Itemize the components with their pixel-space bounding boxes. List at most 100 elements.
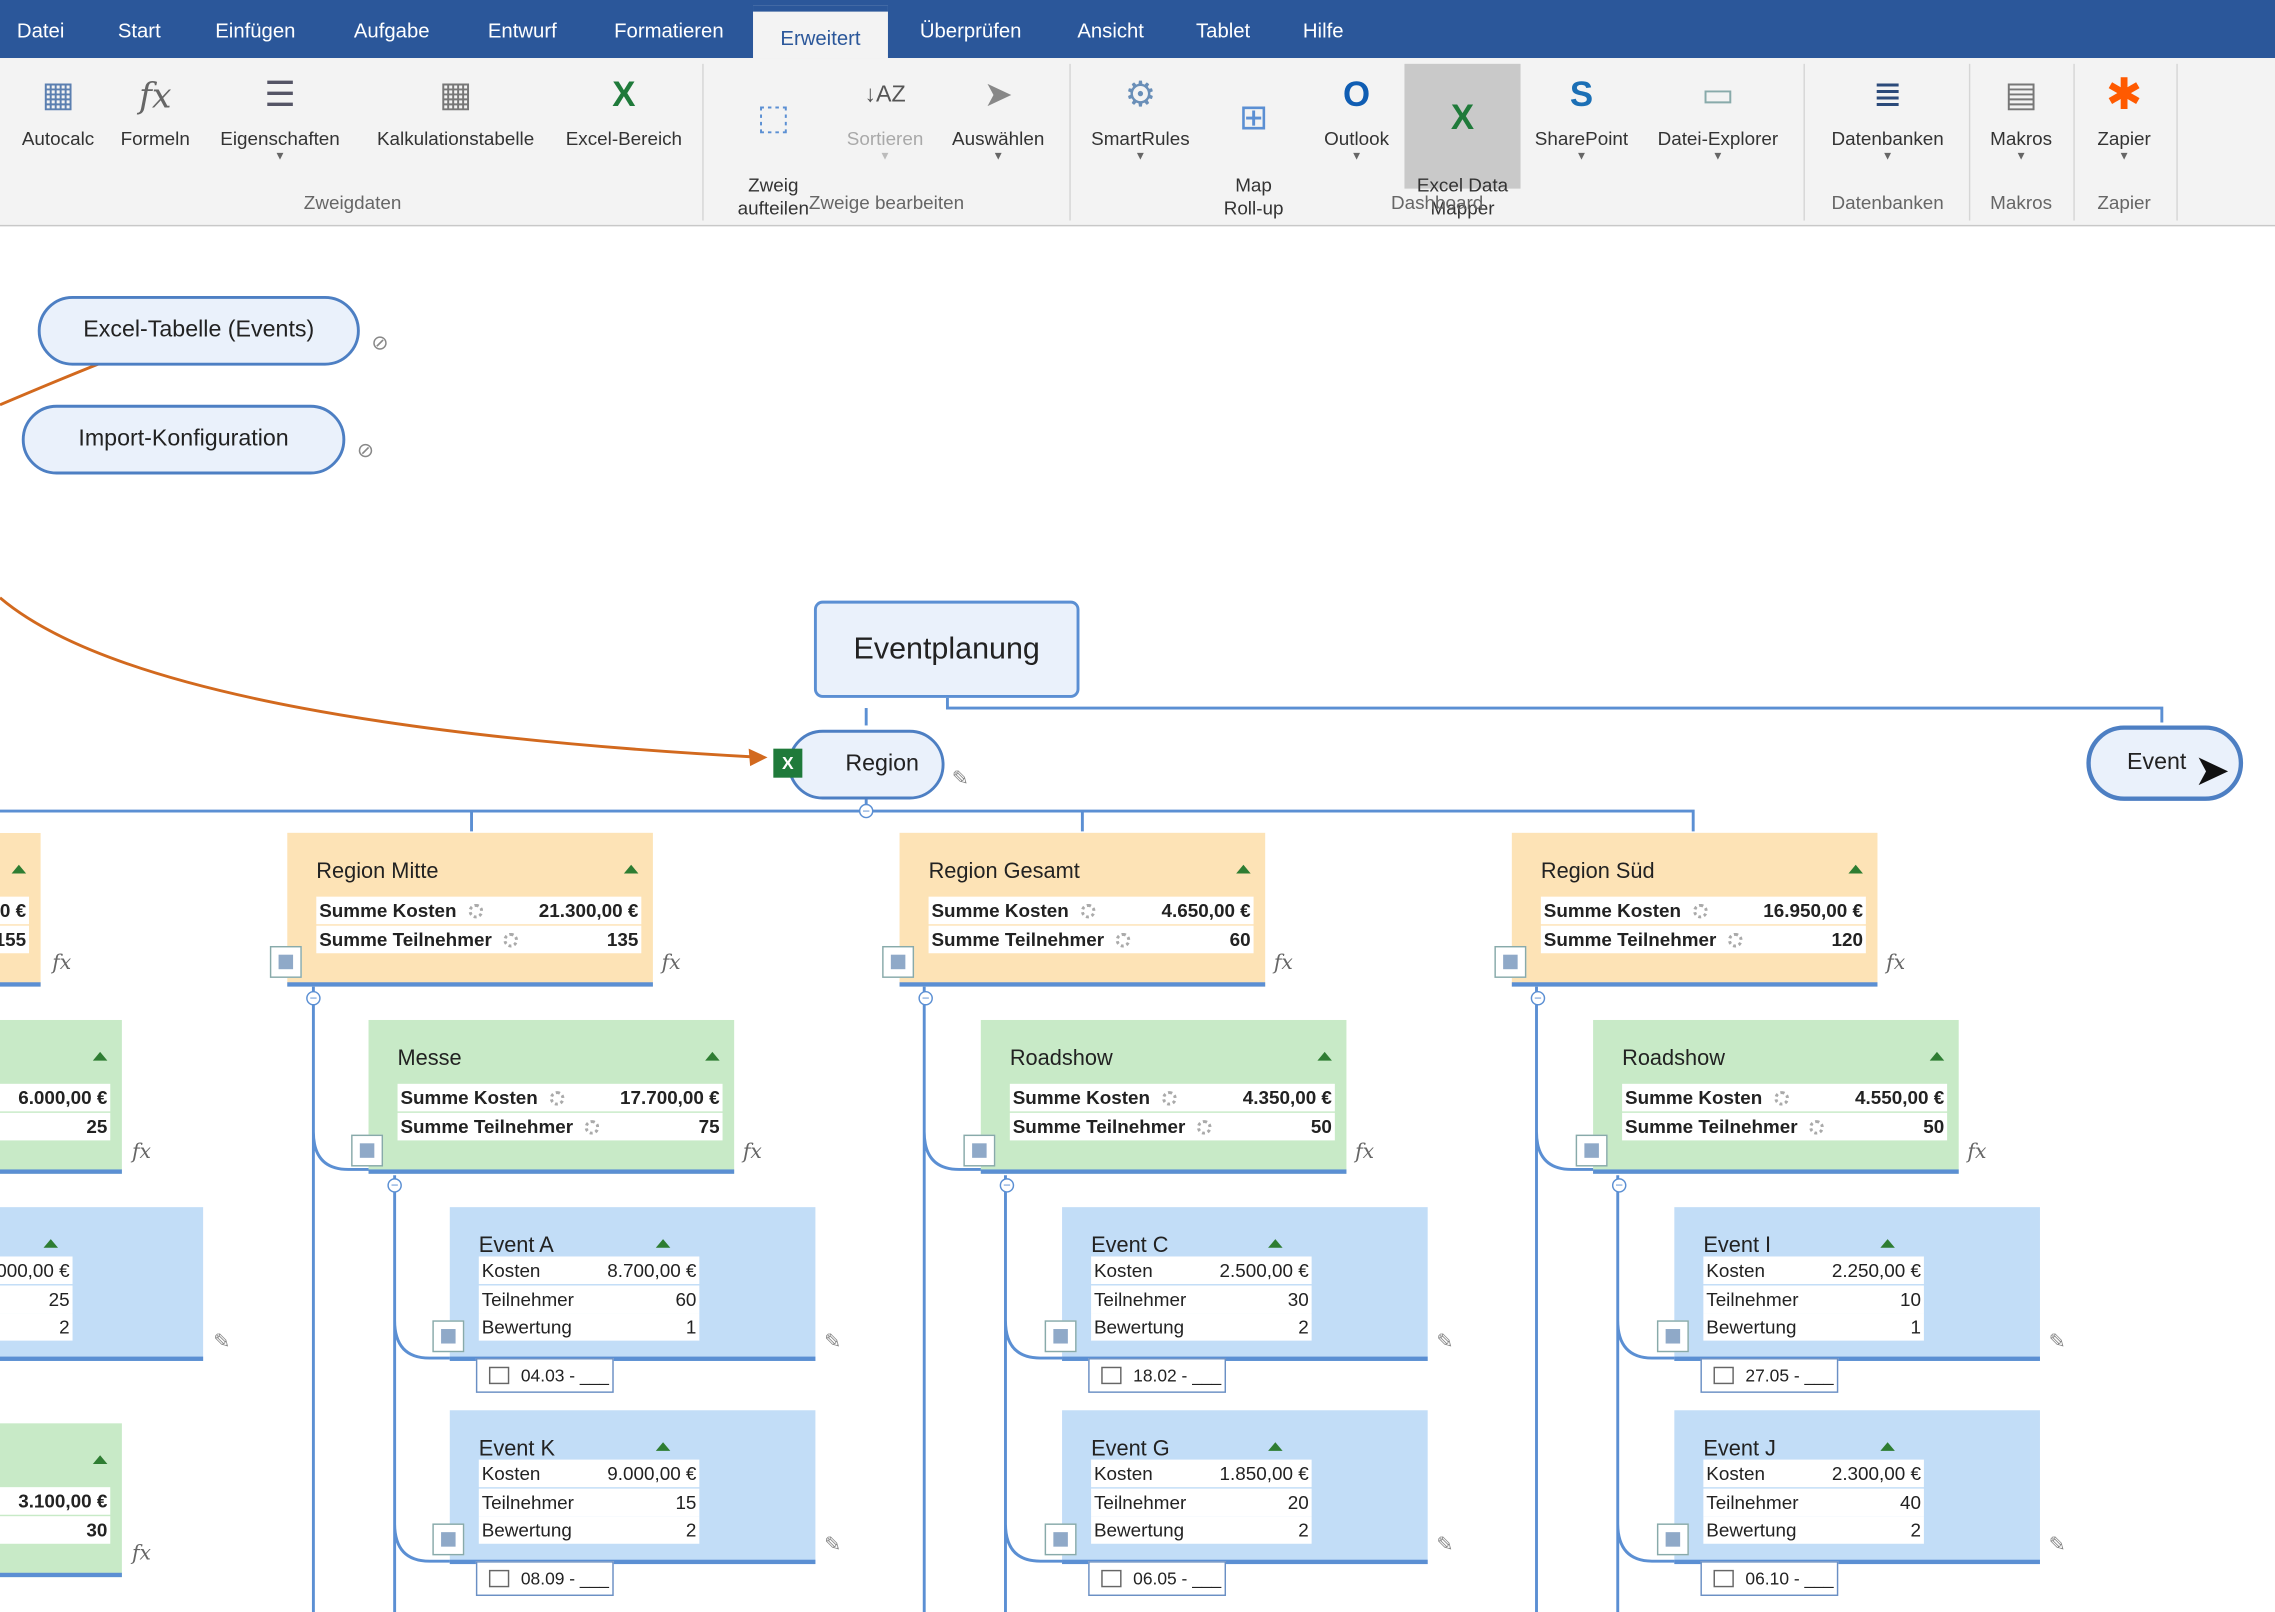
collapse-button[interactable]: − xyxy=(387,1178,402,1193)
table-icon[interactable] xyxy=(432,1523,465,1556)
collapse-triangle-icon[interactable] xyxy=(1929,1051,1945,1061)
collapse-triangle-icon[interactable] xyxy=(655,1442,671,1451)
note-icon[interactable]: ✎ xyxy=(213,1329,231,1353)
collapse-triangle-icon[interactable] xyxy=(1268,1239,1283,1248)
event-card[interactable]: Event I Kosten 2.250,00 € Teilnehmer 10 … xyxy=(1674,1207,2040,1361)
sortieren-button[interactable]: ↓AZ Sortieren▼ xyxy=(839,64,932,163)
zweig-aufteilen-button[interactable]: ⬚ Zweig aufteilen xyxy=(717,64,830,221)
category-card[interactable]: Roadshow Summe Kosten 4.350,00 € Summe T… xyxy=(980,1019,1347,1174)
collapse-button[interactable]: − xyxy=(999,1178,1015,1193)
partial-category-card[interactable]: 3.100,00 € 30 xyxy=(0,1423,122,1578)
category-card[interactable]: Roadshow Summe Kosten 4.550,00 € Summe T… xyxy=(1593,1019,1959,1174)
table-icon[interactable] xyxy=(1656,1320,1689,1353)
table-icon[interactable] xyxy=(1044,1320,1077,1353)
sharepoint-button[interactable]: S SharePoint▼ xyxy=(1526,64,1636,163)
collapse-button[interactable]: − xyxy=(1611,1178,1627,1193)
makros-button[interactable]: ▤ Makros▼ xyxy=(1979,64,2063,163)
note-icon[interactable]: ✎ xyxy=(824,1329,842,1353)
formula-icon[interactable]: fx xyxy=(742,1140,762,1164)
date-field[interactable]: 04.03 - ___ xyxy=(475,1358,614,1393)
menu-start[interactable]: Start xyxy=(117,18,161,43)
date-field[interactable]: 08.09 - ___ xyxy=(475,1561,614,1596)
note-icon[interactable]: ✎ xyxy=(1436,1532,1454,1556)
map-rollup-button[interactable]: ⊞ Map Roll-up xyxy=(1204,64,1303,221)
excel-data-mapper-button[interactable]: X Excel Data Mapper xyxy=(1404,63,1521,219)
menu-tablet[interactable]: Tablet xyxy=(1195,18,1251,43)
category-card[interactable]: Messe Summe Kosten 17.700,00 € Summe Tei… xyxy=(368,1019,735,1174)
note-icon[interactable]: ✎ xyxy=(2048,1329,2066,1353)
menu-ueberpruefen[interactable]: Überprüfen xyxy=(919,18,1022,43)
table-icon[interactable] xyxy=(882,945,915,978)
collapse-triangle-icon[interactable] xyxy=(655,1239,671,1248)
formula-icon[interactable]: fx xyxy=(132,1140,152,1164)
import-konfiguration-node[interactable]: Import-Konfiguration xyxy=(21,404,346,475)
excel-bereich-button[interactable]: X Excel-Bereich xyxy=(560,64,688,151)
auswaehlen-button[interactable]: ➤ Auswählen▼ xyxy=(940,64,1056,163)
formeln-button[interactable]: fx Formeln xyxy=(113,64,197,151)
eigenschaften-button[interactable]: ☰ Eigenschaften▼ xyxy=(212,64,348,163)
table-icon[interactable] xyxy=(269,945,302,978)
formula-icon[interactable]: fx xyxy=(132,1542,152,1566)
menu-einfuegen[interactable]: Einfügen xyxy=(215,18,296,43)
region-card[interactable]: Region Mitte Summe Kosten 21.300,00 € Su… xyxy=(287,832,653,987)
table-icon[interactable] xyxy=(963,1134,996,1167)
table-icon[interactable] xyxy=(351,1134,384,1167)
table-icon[interactable] xyxy=(1656,1523,1689,1556)
collapse-triangle-icon[interactable] xyxy=(1236,864,1251,874)
collapse-triangle-icon[interactable] xyxy=(1848,864,1863,874)
datei-explorer-button[interactable]: ▭ Datei-Explorer▼ xyxy=(1645,64,1790,163)
event-card[interactable]: Event C Kosten 2.500,00 € Teilnehmer 30 … xyxy=(1062,1207,1428,1361)
event-node[interactable]: Event xyxy=(2086,725,2244,801)
region-card[interactable]: Region Gesamt Summe Kosten 4.650,00 € Su… xyxy=(899,832,1266,987)
zapier-button[interactable]: ✱ Zapier▼ xyxy=(2097,71,2151,163)
collapse-button[interactable]: − xyxy=(306,990,321,1006)
partial-region-card[interactable]: 00 € 155 xyxy=(0,832,41,987)
collapse-triangle-icon[interactable] xyxy=(623,864,639,874)
excel-tabelle-node[interactable]: Excel-Tabelle (Events) xyxy=(37,295,360,366)
note-icon[interactable]: ✎ xyxy=(951,766,969,790)
collapse-triangle-icon[interactable] xyxy=(1880,1239,1895,1248)
collapse-button[interactable]: − xyxy=(918,990,933,1006)
outlook-button[interactable]: O Outlook▼ xyxy=(1312,64,1402,163)
menu-entwurf[interactable]: Entwurf xyxy=(487,18,557,43)
note-icon[interactable]: ✎ xyxy=(2048,1532,2066,1556)
collapse-triangle-icon[interactable] xyxy=(1880,1442,1895,1451)
collapse-triangle-icon[interactable] xyxy=(1317,1051,1332,1061)
region-card[interactable]: Region Süd Summe Kosten 16.950,00 € Summ… xyxy=(1511,832,1878,987)
table-icon[interactable] xyxy=(432,1320,465,1353)
menu-erweitert[interactable]: Erweitert xyxy=(753,5,888,59)
event-card[interactable]: Event A Kosten 8.700,00 € Teilnehmer 60 … xyxy=(449,1207,816,1361)
region-node[interactable]: Region xyxy=(787,729,945,800)
root-topic[interactable]: Eventplanung xyxy=(813,600,1080,698)
menu-ansicht[interactable]: Ansicht xyxy=(1077,18,1144,43)
date-field[interactable]: 18.02 - ___ xyxy=(1088,1358,1227,1393)
event-card[interactable]: Event J Kosten 2.300,00 € Teilnehmer 40 … xyxy=(1674,1410,2040,1565)
formula-icon[interactable]: fx xyxy=(1967,1140,1987,1164)
partial-event-card[interactable]: 000,00 € 25 2 xyxy=(0,1207,204,1361)
smartrules-button[interactable]: ⚙ SmartRules▼ xyxy=(1084,64,1197,163)
event-card[interactable]: Event G Kosten 1.850,00 € Teilnehmer 20 … xyxy=(1062,1410,1428,1565)
formula-icon[interactable]: fx xyxy=(661,951,681,976)
collapse-button[interactable]: − xyxy=(1530,990,1546,1006)
note-icon[interactable]: ✎ xyxy=(1436,1329,1454,1353)
datenbanken-button[interactable]: ≣ Datenbanken▼ xyxy=(1817,64,1959,163)
date-field[interactable]: 06.05 - ___ xyxy=(1088,1561,1227,1596)
table-icon[interactable] xyxy=(1494,945,1527,978)
partial-category-card[interactable]: 6.000,00 € 25 xyxy=(0,1019,122,1174)
note-icon[interactable]: ✎ xyxy=(824,1532,842,1556)
formula-icon[interactable]: fx xyxy=(1886,951,1906,976)
collapse-button[interactable]: − xyxy=(858,803,874,819)
menu-datei[interactable]: Datei xyxy=(16,18,65,43)
menu-aufgabe[interactable]: Aufgabe xyxy=(353,18,430,43)
date-field[interactable]: 27.05 - ___ xyxy=(1700,1358,1839,1393)
date-field[interactable]: 06.10 - ___ xyxy=(1700,1561,1839,1596)
collapse-triangle-icon[interactable] xyxy=(1268,1442,1283,1451)
table-icon[interactable] xyxy=(1575,1134,1608,1167)
attachment-icon[interactable]: ⊘ xyxy=(356,438,374,462)
menu-hilfe[interactable]: Hilfe xyxy=(1302,18,1344,43)
table-icon[interactable] xyxy=(1044,1523,1077,1556)
event-card[interactable]: Event K Kosten 9.000,00 € Teilnehmer 15 … xyxy=(449,1410,816,1565)
formula-icon[interactable]: fx xyxy=(1355,1140,1375,1164)
attachment-icon[interactable]: ⊘ xyxy=(371,330,389,355)
formula-icon[interactable]: fx xyxy=(52,951,72,976)
